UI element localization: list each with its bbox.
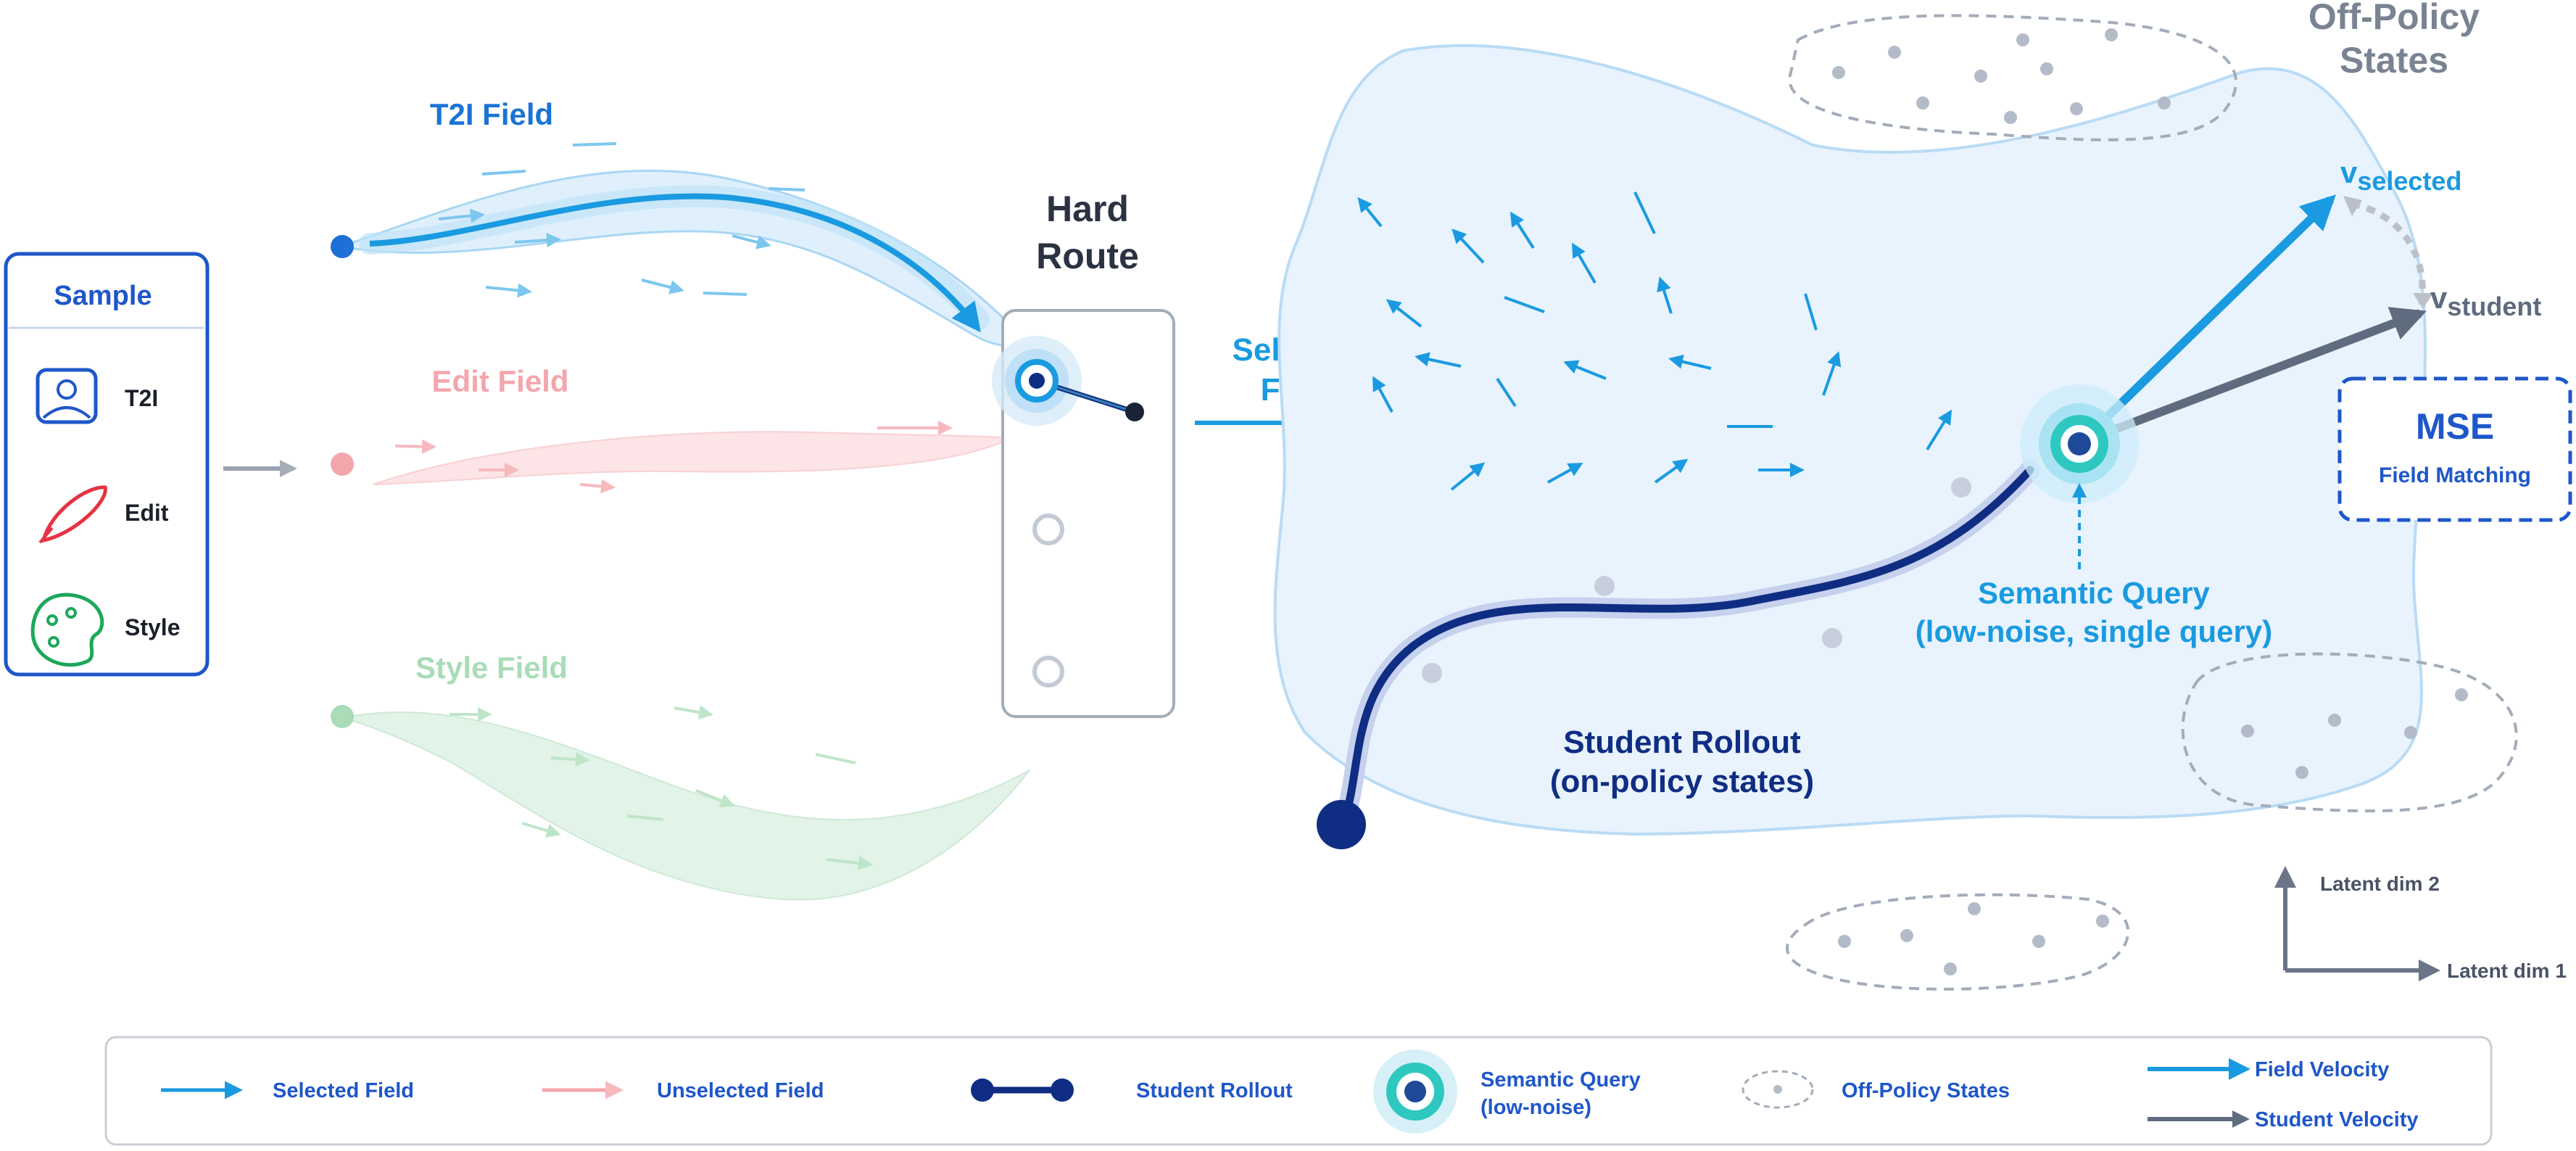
router-slot-style: [1032, 656, 1064, 688]
velocities: vselected vstudent: [2077, 155, 2541, 447]
latent-axes: Latent dim 2 Latent dim 1: [2274, 866, 2567, 982]
t2i-start-dot: [331, 235, 354, 258]
axis-dim1-label: Latent dim 1: [2447, 960, 2567, 982]
off-policy-cluster-right: [2181, 652, 2518, 813]
sample-title: Sample: [54, 281, 152, 311]
legend-semantic-query-2: (low-noise): [1480, 1096, 1591, 1119]
field-velocity-arrow: [2077, 194, 2336, 446]
legend-unselected-field: Unselected Field: [657, 1079, 824, 1102]
manifold: [1273, 44, 2427, 836]
mse-box: MSE Field Matching: [2337, 376, 2572, 522]
style-start-dot: [331, 705, 354, 728]
legend-selected-field: Selected Field: [273, 1079, 414, 1102]
student-rollout-curve: [1338, 466, 2034, 830]
legend: Selected Field Unselected Field Student …: [104, 1036, 2493, 1146]
palette-icon: [30, 593, 104, 667]
v-student-label: vstudent: [2430, 281, 2541, 321]
edit-start-dot: [331, 453, 354, 476]
style-field-label: Style Field: [415, 651, 568, 685]
hard-route-title-1: Hard: [1046, 189, 1129, 229]
axis-dim2-label: Latent dim 2: [2320, 872, 2440, 895]
legend-off-policy: Off-Policy States: [1842, 1079, 2010, 1102]
sample-box: Sample T2I Edit Style: [4, 252, 210, 677]
legend-semantic-query-1: Semantic Query: [1480, 1068, 1641, 1092]
off-policy-cluster-bottom: [1786, 893, 2129, 991]
t2i-field: T2I Field: [331, 97, 1020, 347]
legend-student-velocity: Student Velocity: [2255, 1108, 2419, 1131]
semantic-query-label-2: (low-noise, single query): [1916, 614, 2272, 648]
image-icon: [36, 368, 98, 424]
hard-route: Hard Route: [992, 189, 1175, 718]
field-vectors: [1357, 191, 1952, 491]
semantic-query-label-1: Semantic Query: [1978, 576, 2210, 610]
student-velocity-arrow: [2079, 307, 2427, 447]
semantic-query-point: [2068, 432, 2091, 455]
legend-student-rollout: Student Rollout: [1136, 1079, 1293, 1102]
student-rollout-label-1: Student Rollout: [1563, 725, 1801, 760]
mse-title: MSE: [2416, 406, 2494, 447]
legend-field-velocity: Field Velocity: [2255, 1058, 2389, 1081]
sample-item-style: Style: [125, 614, 180, 640]
edit-field-label: Edit Field: [432, 364, 569, 398]
student-rollout: Student Rollout (on-policy states): [1317, 460, 2040, 849]
mse-subtitle: Field Matching: [2379, 463, 2531, 487]
v-selected-label: vselected: [2340, 155, 2461, 196]
off-policy-label-1: Off-Policy: [2308, 0, 2480, 37]
style-field: Style Field: [331, 651, 1030, 901]
legend-off-policy-swatch: [1742, 1070, 1814, 1109]
off-policy-cluster-top: [1788, 14, 2237, 141]
hard-route-title-2: Route: [1036, 236, 1139, 276]
mse-gap-arc: [2347, 199, 2426, 305]
router-slot-edit: [1032, 513, 1064, 545]
student-rollout-label-2: (on-policy states): [1550, 764, 1814, 799]
on-manifold-dots: [1422, 477, 1971, 683]
edit-field: Edit Field: [331, 364, 1014, 494]
legend-semantic-query-swatch: [1373, 1049, 1457, 1134]
t2i-field-label: T2I Field: [430, 97, 553, 131]
off-policy-label-2: States: [2340, 40, 2448, 81]
sample-item-t2i: T2I: [125, 385, 158, 411]
sample-item-edit: Edit: [125, 500, 169, 526]
t2i-trajectory: [369, 193, 981, 333]
student-rollout-start: [1317, 800, 1366, 849]
semantic-query: Semantic Query (low-noise, single query): [1916, 384, 2272, 648]
brush-icon: [38, 485, 107, 544]
